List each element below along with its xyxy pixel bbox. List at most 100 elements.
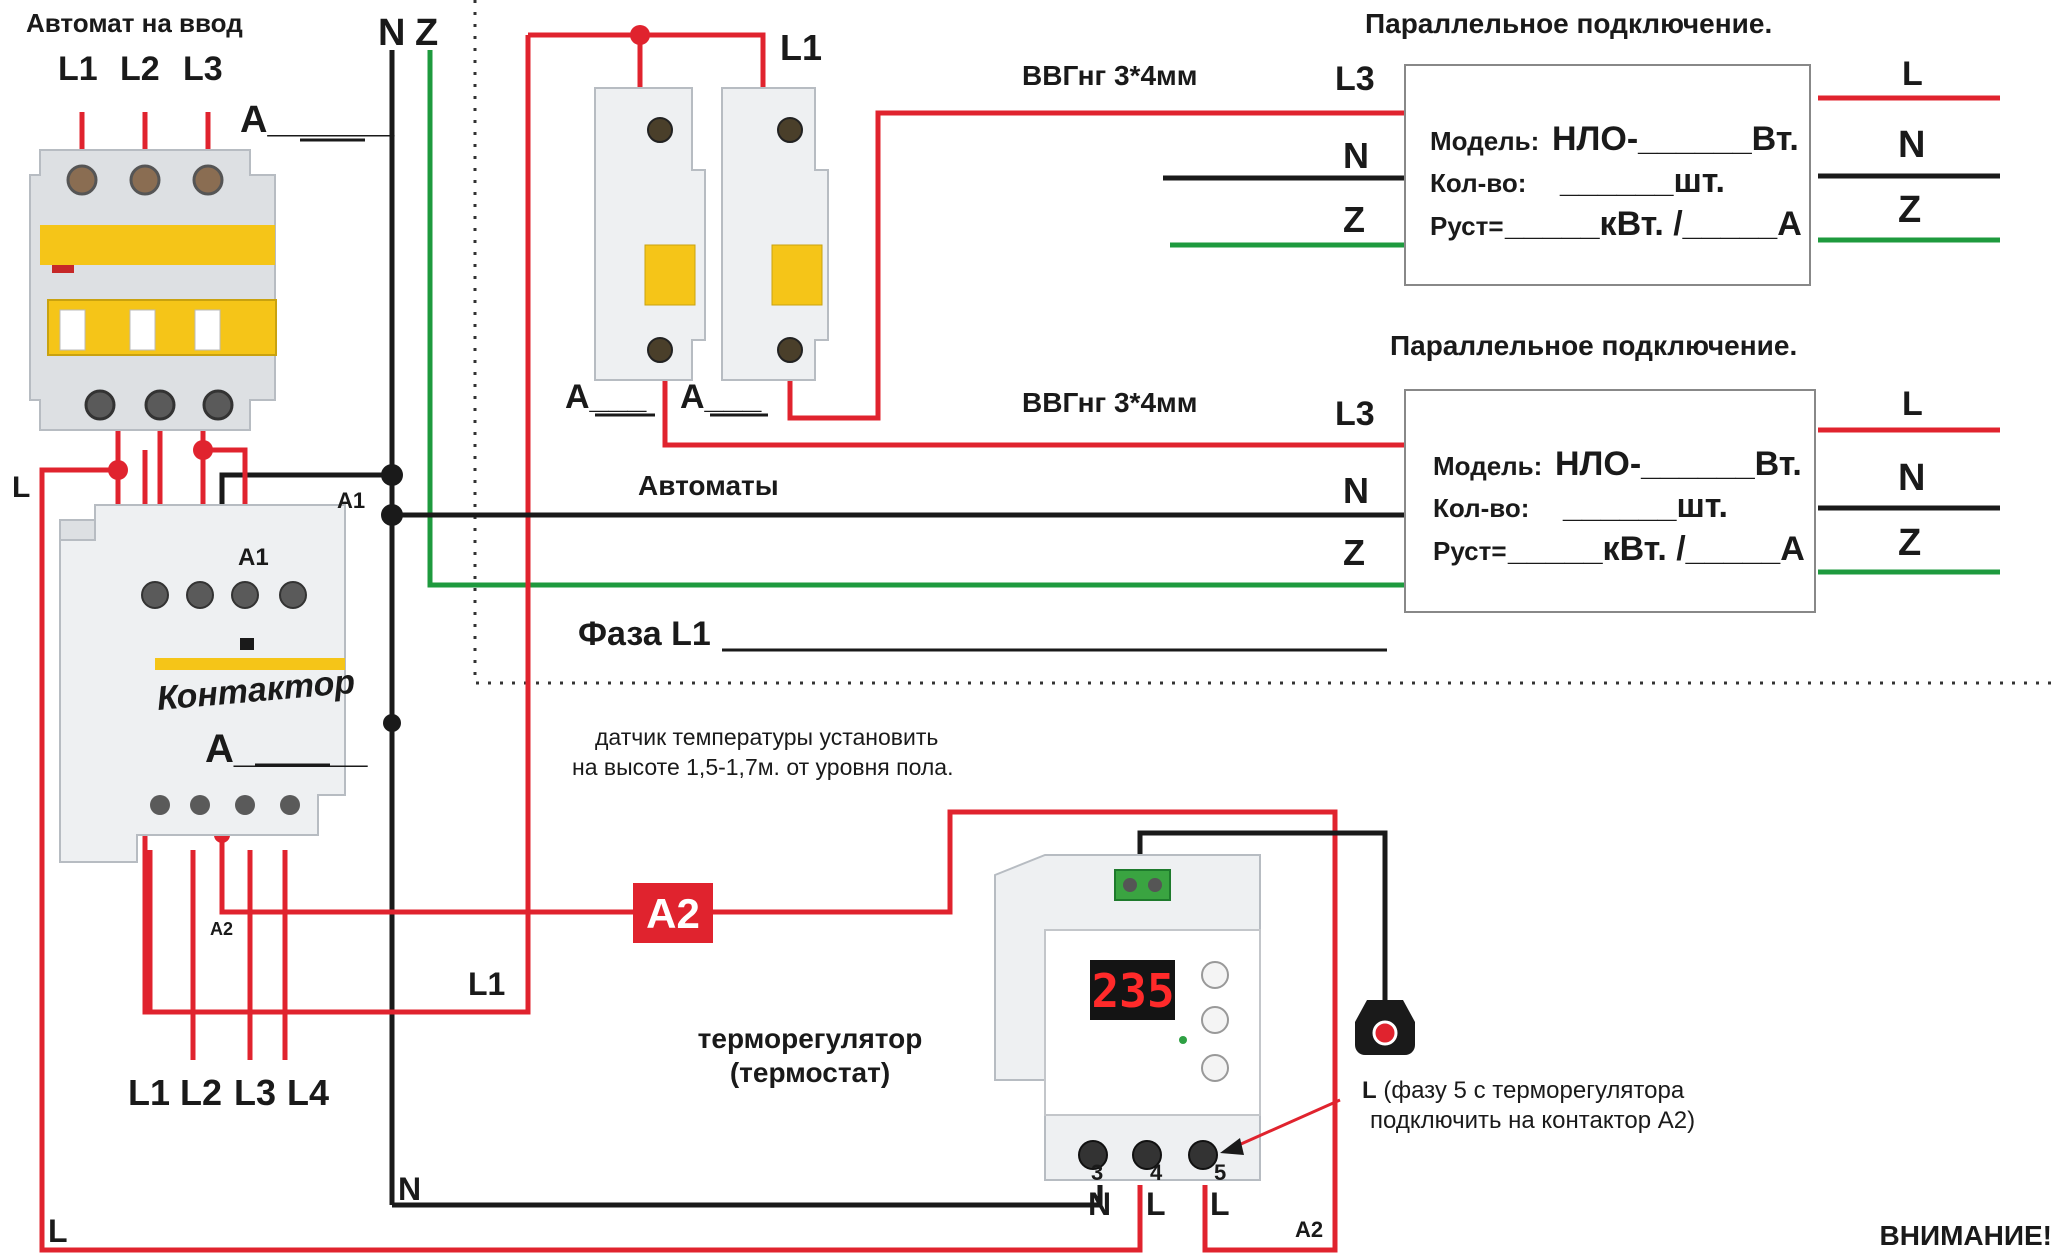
thermostat-caption-line2: (термостат): [730, 1057, 890, 1088]
panel-2-title: Параллельное подключение.: [1390, 330, 1797, 361]
input-breaker-amp-label: A______: [240, 99, 395, 141]
warning-text: ВНИМАНИЕ!: [1880, 1220, 2052, 1251]
panel-2-out-n: N: [1898, 457, 1925, 499]
terminal-3-number: 3: [1091, 1160, 1103, 1185]
junction-dot: [381, 464, 403, 486]
thermostat-device: 235: [994, 854, 1261, 1181]
breaker2-feed-wire: [640, 32, 766, 95]
sensor-cable: [1137, 830, 1388, 1005]
branch-breaker-1: [594, 87, 706, 381]
panel-boundary-dotted: [473, 0, 2055, 685]
thermostat-neutral-wire: [392, 1185, 1103, 1208]
contactor-out-l3-label: L3: [234, 1072, 276, 1113]
l1-wire-label: L1: [468, 966, 505, 1002]
panel-1-model-label: Модель:: [1430, 126, 1539, 156]
input-pole-l3: L3: [183, 50, 223, 88]
bottom-a2-label: A2: [1295, 1217, 1323, 1242]
contactor-out-l2-label: L2: [180, 1072, 222, 1113]
bottom-n-label: N: [398, 1171, 421, 1207]
panel-2-cable: ВВГнг 3*4мм: [1022, 387, 1197, 418]
panel-2-model-label: Модель:: [1433, 451, 1542, 481]
panel-2-in-n: N: [1343, 470, 1369, 511]
terminal-5-number: 5: [1214, 1160, 1226, 1185]
input-pole-l2: L2: [120, 50, 160, 88]
panel-1-in-n: N: [1343, 135, 1369, 176]
thermostat-plus-button[interactable]: [1201, 961, 1229, 989]
panel-1-out-l: L: [1902, 55, 1923, 93]
z-bus-label: Z: [415, 12, 438, 54]
thermostat-power-button[interactable]: [1201, 1006, 1229, 1034]
panel-2-out-z: Z: [1898, 522, 1921, 564]
input-pole-l1: L1: [58, 50, 98, 88]
breakers-caption: Автоматы: [638, 470, 779, 501]
thermostat-caption-line1: терморегулятор: [698, 1023, 923, 1054]
panel-2-power-value: _____кВт. /_____А: [1507, 530, 1805, 568]
panel-2-in-l3: L3: [1335, 395, 1375, 433]
panel-1-qty-value: ______шт.: [1559, 162, 1725, 200]
contactor-amp-label: A______: [205, 727, 368, 771]
a2-badge-text: A2: [646, 890, 700, 937]
panel-1-in-l3: L3: [1335, 60, 1375, 98]
junction-dot: [108, 460, 128, 480]
panel-1-out-z: Z: [1898, 189, 1921, 231]
junction-dot: [383, 714, 401, 732]
panel-2-qty-value: ______шт.: [1562, 487, 1728, 525]
breaker1-feed-wire: [528, 32, 643, 95]
junction-dot: [381, 504, 403, 526]
panel-1-in-z: Z: [1343, 199, 1365, 240]
branch-breaker-1-amp: A___: [565, 378, 647, 416]
panel-2-out-l: L: [1902, 385, 1923, 423]
thermo-note-prefix: L: [1362, 1077, 1377, 1104]
thermo-note-line1: L (фазу 5 с терморегулятора: [1362, 1077, 1685, 1104]
phase-l1-note: Фаза L1: [578, 615, 711, 653]
temperature-display: [1090, 960, 1175, 1020]
panel-2-qty-label: Кол-во:: [1433, 493, 1529, 523]
n-bus-label: N: [378, 12, 405, 54]
a2-badge: A2: [633, 883, 713, 943]
panel-1-power-label: Руст=: [1430, 211, 1504, 241]
panel-1-cable: ВВГнг 3*4мм: [1022, 60, 1197, 91]
thermostat-minus-button[interactable]: [1201, 1054, 1229, 1082]
branch-breaker-2-amp: A___: [680, 378, 762, 416]
panel1-phase-wire: [787, 110, 1405, 421]
breaker-to-contactor-4: [203, 447, 248, 525]
left-l-label: L: [12, 471, 30, 504]
sensor-note-line1: датчик температуры установить: [595, 724, 938, 750]
panel-2-model-value: НЛО-______Вт.: [1555, 445, 1802, 483]
panel-1-model-value: НЛО-______Вт.: [1552, 120, 1799, 158]
input-breaker-title: Автомат на ввод: [26, 8, 243, 38]
lamp-panel-1: [1404, 64, 1811, 286]
contactor-out-l1-label: L1: [128, 1072, 170, 1113]
bottom-l-label: L: [48, 1213, 68, 1249]
panel-1-title: Параллельное подключение.: [1365, 8, 1772, 39]
l-phase-loop-wire: [39, 467, 1143, 1253]
input-breaker: [29, 149, 277, 431]
panel-1-out-n: N: [1898, 124, 1925, 166]
contactor-a2-label: A2: [210, 919, 233, 939]
branch-breaker-2: [721, 87, 829, 381]
thermo-note-text1: (фазу 5 с терморегулятора: [1377, 1077, 1685, 1104]
thermo-note-line2: подключить на контактор А2): [1370, 1107, 1695, 1134]
junction-dot: [630, 25, 650, 45]
sensor-note-line2: на высоте 1,5-1,7м. от уровня пола.: [572, 754, 953, 780]
contactor-out-l4-label: L4: [287, 1072, 329, 1113]
a1-wire-label: A1: [337, 488, 365, 513]
panel-1-power-value: _____кВт. /_____А: [1504, 205, 1802, 243]
a2-control-wire: [219, 809, 1338, 1253]
terminal-l-label: L: [1146, 1186, 1166, 1222]
contactor-a1-label: A1: [238, 544, 269, 571]
contactor-device: [59, 504, 346, 863]
branch-feed-label: L1: [780, 27, 822, 68]
terminal-l2-label: L: [1210, 1186, 1230, 1222]
lamp-panel-2: [1404, 389, 1816, 613]
terminal-4-number: 4: [1150, 1160, 1163, 1185]
display-value: 235: [1091, 964, 1174, 1018]
terminal5-pointer-arrow: [1220, 1098, 1341, 1155]
panel2-phase-wire: [662, 370, 1405, 448]
terminal-n-label: N: [1088, 1186, 1111, 1222]
ground-bus-wire: [427, 50, 1405, 588]
panel-2-power-label: Руст=: [1433, 536, 1507, 566]
temperature-sensor: [1355, 1000, 1415, 1055]
junction-dot: [193, 440, 213, 460]
